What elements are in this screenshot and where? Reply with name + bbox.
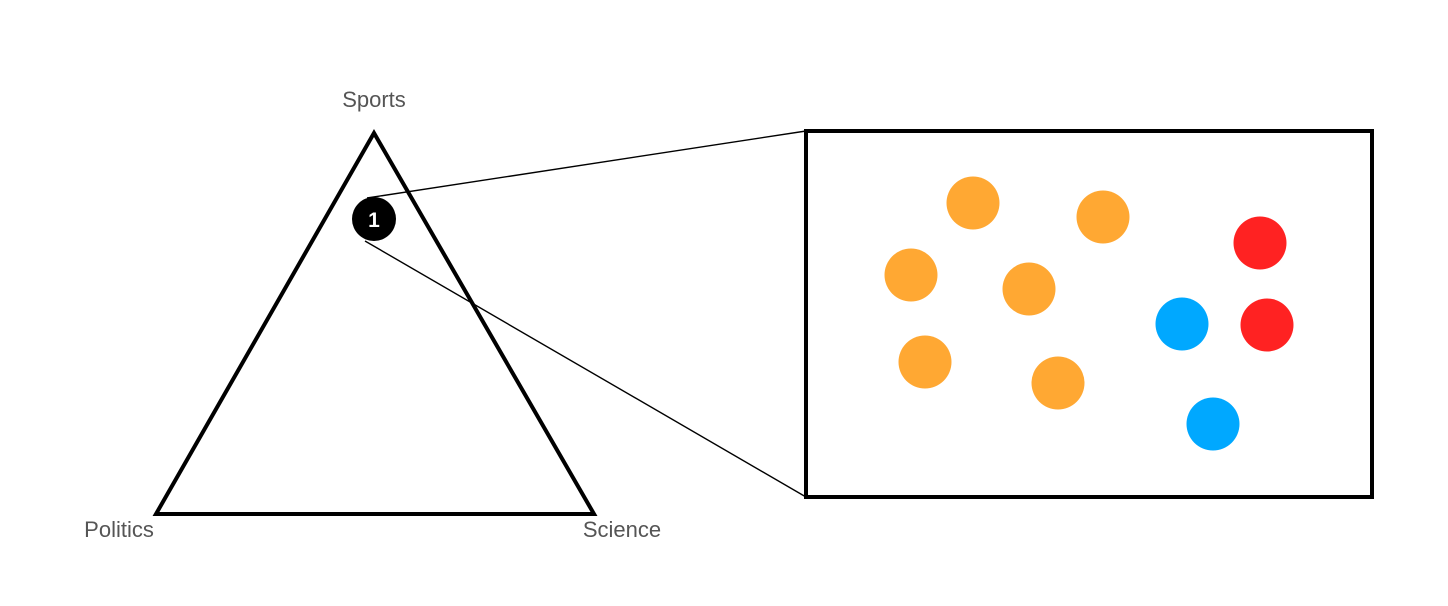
orange-dot [884,248,938,302]
vertex-label-sports: Sports [342,87,406,112]
zoom-panel-dots [884,176,1294,451]
orange-dot [1076,190,1130,244]
blue-dot [1186,397,1240,451]
vertex-label-politics: Politics [84,517,154,542]
vertex-label-science: Science [583,517,661,542]
blue-dot [1155,297,1209,351]
red-dot [1233,216,1287,270]
simplex-triangle [152,128,598,516]
zoom-connector-bottom [364,240,807,498]
orange-dot [946,176,1000,230]
orange-dot [1031,356,1085,410]
orange-dot [898,335,952,389]
document-marker-circle [352,197,396,241]
orange-dot [1002,262,1056,316]
red-dot [1240,298,1294,352]
zoom-connector-top [366,130,807,199]
document-marker-label: 1 [368,209,380,232]
document-marker: 1 [352,197,396,241]
